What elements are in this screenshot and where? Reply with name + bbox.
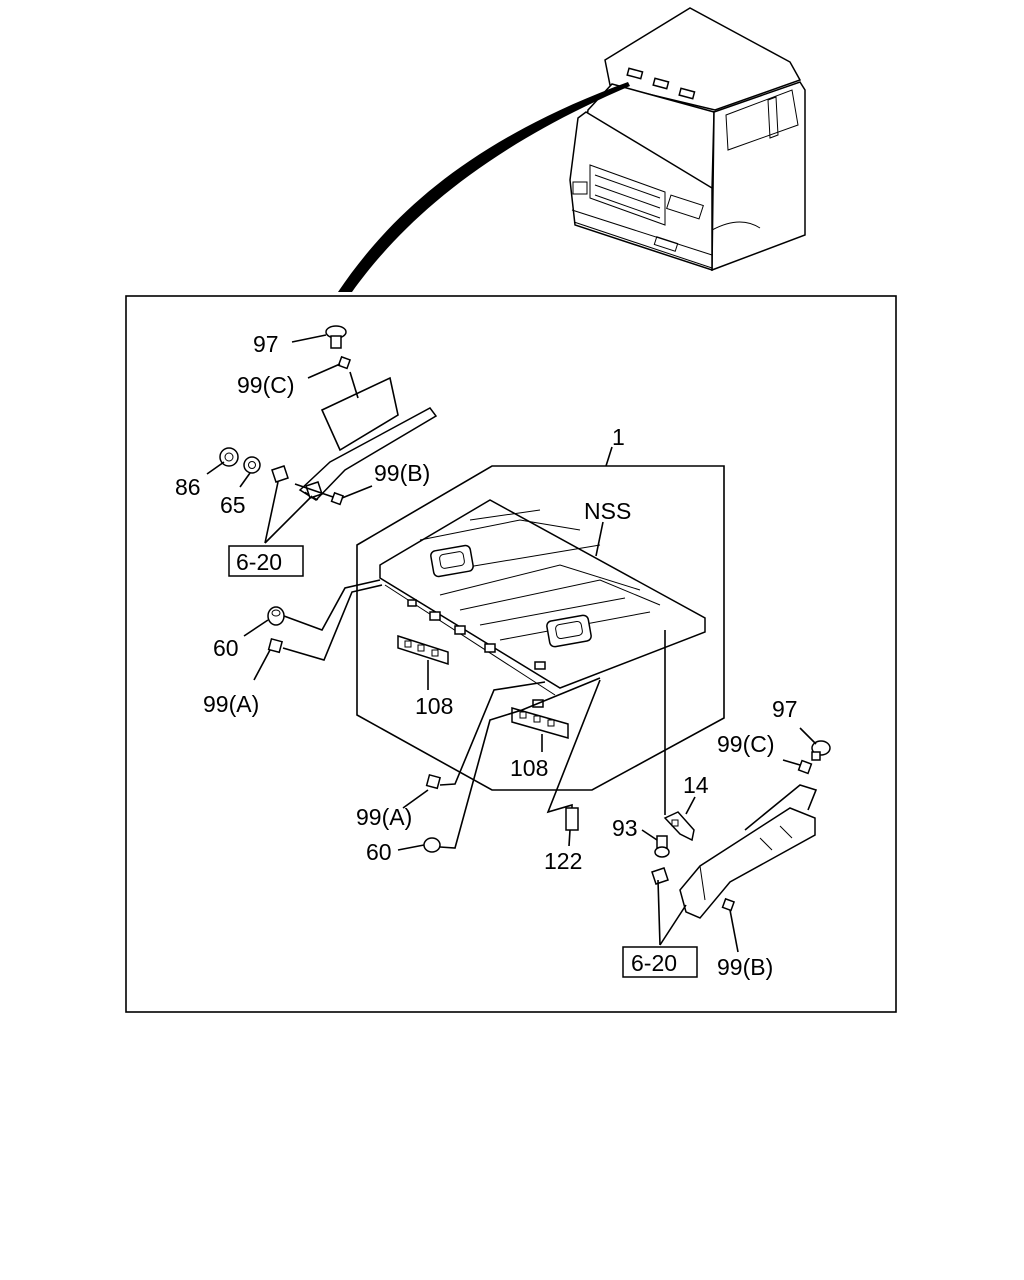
truck-cab-illustration bbox=[569, 7, 806, 272]
detail-frame bbox=[125, 295, 897, 1013]
callout-65: 65 bbox=[220, 492, 246, 518]
callout-108-left: 108 bbox=[415, 693, 453, 719]
tape-122 bbox=[565, 807, 579, 831]
callout-60-left: 60 bbox=[213, 635, 239, 661]
clip-strip-108-left bbox=[397, 634, 449, 666]
clip-99c-top bbox=[337, 355, 352, 370]
clip-99b-right bbox=[721, 897, 736, 912]
clip-99a-bottom bbox=[425, 773, 442, 790]
headliner-panel bbox=[356, 465, 725, 791]
callout-122: 122 bbox=[544, 848, 582, 874]
bolt-93 bbox=[654, 835, 670, 858]
callout-86: 86 bbox=[175, 474, 201, 500]
callout-99b-bottom: 99(B) bbox=[717, 954, 773, 980]
callout-nss: NSS bbox=[584, 498, 631, 524]
callout-99a-left: 99(A) bbox=[203, 691, 259, 717]
callout-99c-right: 99(C) bbox=[717, 731, 775, 757]
ref-box-6-20-bottom bbox=[622, 946, 698, 978]
ref-box-6-20-top bbox=[228, 545, 304, 577]
grommet-60-bottom bbox=[423, 837, 441, 853]
callout-60-bottom: 60 bbox=[366, 839, 392, 865]
zoom-leader bbox=[338, 82, 630, 292]
callout-6-20-bottom: 6-20 bbox=[631, 950, 677, 976]
callout-1: 1 bbox=[612, 424, 625, 450]
callout-99b-top: 99(B) bbox=[374, 460, 430, 486]
screw-97-right bbox=[811, 740, 831, 761]
callout-97-right: 97 bbox=[772, 696, 798, 722]
callout-93: 93 bbox=[612, 815, 638, 841]
clip-99a-left bbox=[267, 637, 284, 654]
callout-14: 14 bbox=[683, 772, 709, 798]
washer-86 bbox=[219, 447, 239, 467]
callout-97-top: 97 bbox=[253, 331, 279, 357]
clip-99c-right bbox=[797, 759, 813, 775]
grommet-60-left bbox=[267, 606, 285, 626]
bracket-14 bbox=[663, 811, 695, 842]
callout-108-right: 108 bbox=[510, 755, 548, 781]
callout-99a-bottom: 99(A) bbox=[356, 804, 412, 830]
pillar-trim-top bbox=[271, 376, 438, 501]
clip-strip-108-right bbox=[511, 699, 569, 739]
screw-97-top bbox=[325, 325, 347, 349]
callout-6-20-top: 6-20 bbox=[236, 549, 282, 575]
washer-65 bbox=[243, 456, 261, 474]
clip-99b-top bbox=[330, 491, 345, 506]
callout-99c-top: 99(C) bbox=[237, 372, 295, 398]
pillar-trim-bottom bbox=[651, 784, 818, 919]
